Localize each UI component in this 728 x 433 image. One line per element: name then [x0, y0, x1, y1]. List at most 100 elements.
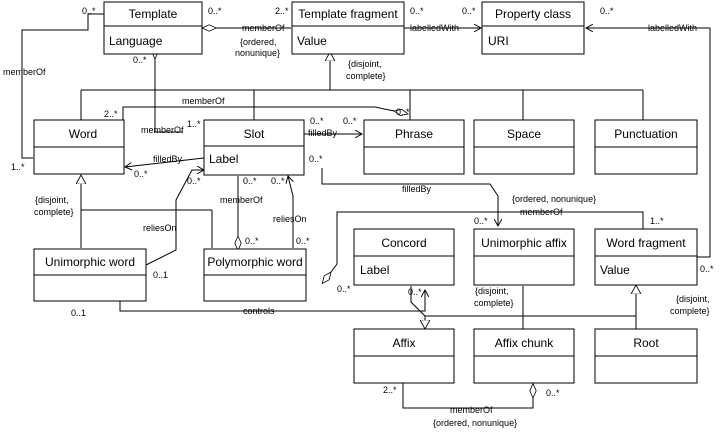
label-disjoint-affix-b: complete} — [474, 298, 514, 308]
label-memberof-tpl-tf: memberOf — [242, 23, 285, 33]
label-m-tf-right: 0..* — [410, 6, 424, 16]
edge-pw-slot — [288, 176, 293, 248]
label-m-pw-diamond: 0..* — [245, 236, 259, 246]
edge-gen-affix-concord — [410, 286, 426, 317]
property-class-name: Property class — [495, 7, 571, 21]
property-class-attr: URI — [488, 34, 509, 48]
unimorphic-word-name: Unimorphic word — [45, 255, 135, 269]
class-template-fragment: Template fragment Value — [291, 1, 405, 55]
template-attr: Language — [109, 34, 163, 48]
concord-attr: Label — [360, 263, 389, 277]
class-root: Root — [594, 328, 698, 384]
label-relieson-uw: reliesOn — [143, 223, 177, 233]
label-m-pc-wf: 0..* — [700, 264, 714, 274]
punctuation-name: Punctuation — [614, 127, 677, 141]
edge-wf-pw — [331, 211, 644, 272]
label-memberof-wf-pw: memberOf — [520, 207, 563, 217]
label-m-slot-right: 0..* — [309, 154, 323, 164]
class-template: Template Language — [103, 1, 203, 55]
label-filledby-slot-affix: filledBy — [402, 184, 432, 194]
class-word: Word — [33, 119, 125, 175]
connectors — [21, 14, 711, 409]
label-m-pw-wf: 0..* — [337, 284, 351, 294]
label-relieson-pw: reliesOn — [273, 214, 307, 224]
word-name: Word — [69, 127, 97, 141]
label-disjoint-affix-a: {disjoint, — [475, 286, 509, 296]
label-m-slot-b2: 0..* — [271, 176, 285, 186]
label-m-phrase-diamond: 0..* — [396, 107, 410, 117]
label-labelledwith-tf-pc: labelledWith — [410, 23, 459, 33]
affix-name: Affix — [392, 336, 415, 350]
label-disjoint-word-b: complete} — [34, 207, 74, 217]
label-m-uw-controls: 0..1 — [71, 308, 86, 318]
edge-slot-template — [154, 80, 183, 133]
label-m-template-right: 0..* — [208, 6, 222, 16]
concord-name: Concord — [381, 236, 426, 250]
edge-slot-ua — [321, 168, 498, 226]
label-ordered-3: {ordered, nonunique} — [433, 418, 517, 428]
edge-uw-slot — [145, 170, 204, 266]
template-fragment-name: Template fragment — [298, 7, 398, 21]
label-memberof-affix-chunk: memberOf — [450, 405, 493, 415]
label-memberof-word-template: memberOf — [3, 67, 46, 77]
class-space: Space — [473, 119, 575, 175]
affix-chunk-name: Affix chunk — [495, 336, 554, 350]
class-property-class: Property class URI — [481, 1, 585, 55]
class-phrase: Phrase — [363, 119, 465, 175]
label-ordered-2: {ordered, nonunique} — [512, 194, 596, 204]
label-ordered-1b: nonunique} — [235, 48, 280, 58]
label-m-template-bottom: 0..* — [133, 55, 147, 65]
class-concord: Concord Label — [353, 228, 455, 286]
label-m-concord-controls: 0..* — [408, 287, 422, 297]
edge-uw-concord — [119, 290, 425, 312]
label-m-word-top: 2..* — [104, 109, 118, 119]
polymorphic-word-name: Polymorphic word — [207, 255, 302, 269]
class-polymorphic-word: Polymorphic word — [203, 248, 307, 302]
label-m-word-filled: 0..* — [134, 169, 148, 179]
label-disjoint-tf-b: complete} — [346, 71, 386, 81]
label-labelledwith-wf-pc: labelledWith — [648, 23, 697, 33]
label-m-word-left-top: 1..* — [11, 162, 25, 172]
class-punctuation: Punctuation — [594, 119, 698, 175]
class-word-fragment: Word fragment Value — [594, 228, 698, 286]
edge-affix-chunk — [402, 383, 533, 409]
label-m-slot-top: 1..* — [187, 119, 201, 129]
label-memberof-word-phrase: memberOf — [182, 96, 225, 106]
label-controls: controls — [243, 306, 275, 316]
edge-word-phrase — [122, 106, 394, 120]
label-m-tf-left: 2..* — [275, 6, 289, 16]
label-m-slot-phrase-b: 0..* — [343, 116, 357, 126]
space-name: Space — [507, 127, 541, 141]
label-disjoint-wf-a: {disjoint, — [676, 294, 710, 304]
label-m-uw-relies: 0..1 — [153, 270, 168, 280]
label-m-chunk-bottom: 0..* — [546, 388, 560, 398]
label-m-wf-top: 1..* — [650, 216, 664, 226]
label-ordered-1a: {ordered, — [240, 37, 277, 47]
phrase-name: Phrase — [395, 127, 433, 141]
label-m-slot-phrase-a: 0..* — [310, 116, 324, 126]
class-unimorphic-affix: Unimorphic affix — [473, 228, 575, 286]
unimorphic-affix-name: Unimorphic affix — [481, 236, 567, 250]
edge-slot-word — [125, 157, 205, 167]
label-m-pw-relies: 0..* — [296, 236, 310, 246]
slot-attr: Label — [209, 152, 238, 166]
edge-word-template — [21, 14, 104, 159]
slot-name: Slot — [244, 127, 265, 141]
label-disjoint-tf-a: {disjoint, — [348, 59, 382, 69]
edge-wf-pc — [586, 28, 711, 258]
label-memberof-slot-pw: memberOf — [220, 195, 263, 205]
root-name: Root — [633, 336, 659, 350]
template-name: Template — [129, 7, 178, 21]
label-m-pc-left: 0..* — [462, 6, 476, 16]
label-m-slot-b1: 0..* — [243, 176, 257, 186]
class-affix-chunk: Affix chunk — [473, 328, 575, 384]
label-disjoint-word-a: {disjoint, — [35, 195, 69, 205]
class-unimorphic-word: Unimorphic word — [33, 248, 147, 302]
label-m-affix-bottom: 2..* — [383, 385, 397, 395]
label-m-ua-arrow: 0..* — [474, 216, 488, 226]
class-affix: Affix — [353, 328, 455, 384]
word-fragment-name: Word fragment — [606, 236, 686, 250]
label-filledby-slot-word: filledBy — [153, 154, 183, 164]
edge-labels: 0..* 0..* 2..* 0..* 0..* 0..* 0..* membe… — [3, 6, 714, 428]
